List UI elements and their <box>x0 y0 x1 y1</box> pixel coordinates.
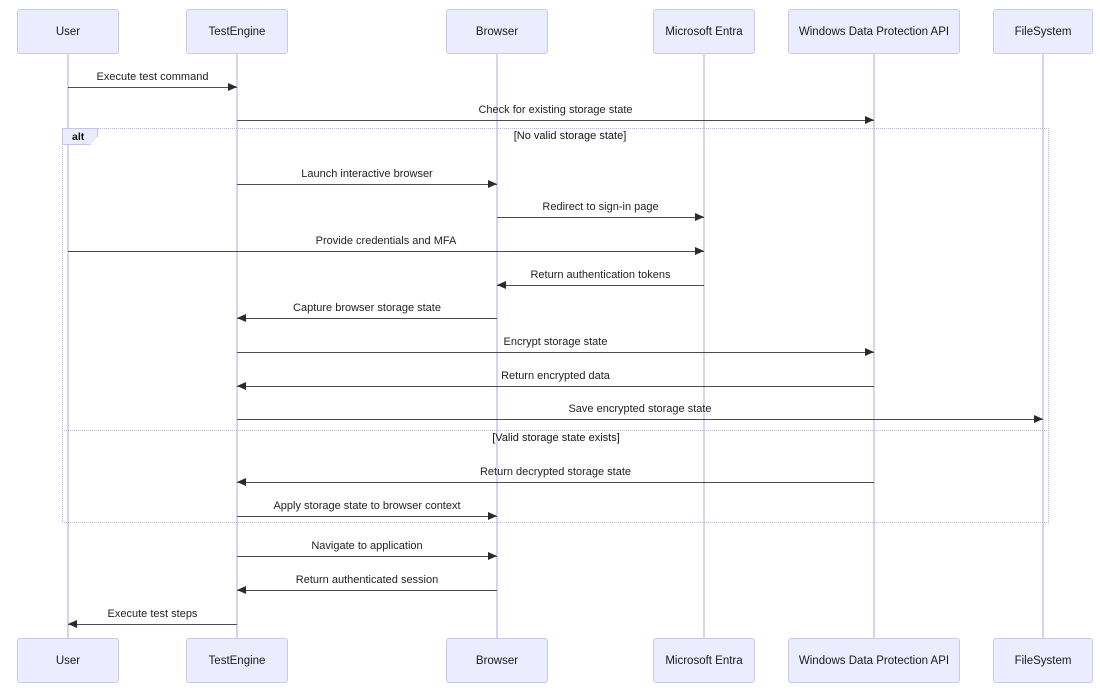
arrowhead-right-icon <box>695 213 704 222</box>
message-line <box>237 386 874 387</box>
message-label: Return authentication tokens <box>530 269 671 281</box>
participant-testengine-bottom: TestEngine <box>186 638 288 683</box>
participant-filesystem-top: FileSystem <box>993 9 1093 54</box>
lifeline-browser <box>496 54 498 638</box>
participant-label: User <box>55 654 81 667</box>
message-label: Capture browser storage state <box>293 302 441 314</box>
message-line <box>68 624 237 625</box>
message-line <box>237 419 1043 420</box>
participant-label: FileSystem <box>1014 654 1072 667</box>
arrowhead-right-icon <box>865 348 874 357</box>
message-label: Return decrypted storage state <box>479 466 632 478</box>
arrowhead-left-icon <box>237 382 246 391</box>
participant-label: Windows Data Protection API <box>798 654 950 667</box>
alt-condition-2: [Valid storage state exists] <box>492 432 620 444</box>
alt-else-divider <box>62 430 1049 431</box>
arrowhead-right-icon <box>1034 415 1043 424</box>
message-line <box>237 184 497 185</box>
alt-condition-1: [No valid storage state] <box>513 130 627 142</box>
participant-label: Browser <box>475 25 519 38</box>
participant-microsoft-entra-bottom: Microsoft Entra <box>653 638 755 683</box>
alt-frame <box>62 128 1049 523</box>
participant-browser-top: Browser <box>446 9 548 54</box>
arrowhead-right-icon <box>488 180 497 189</box>
participant-label: Microsoft Entra <box>665 654 743 667</box>
message-label: Return encrypted data <box>501 370 610 382</box>
message-line <box>237 590 497 591</box>
message-label: Execute test command <box>96 71 209 83</box>
message-label: Apply storage state to browser context <box>273 500 461 512</box>
message-label: Save encrypted storage state <box>568 403 712 415</box>
message-line <box>497 217 704 218</box>
message-line <box>237 352 874 353</box>
arrowhead-right-icon <box>228 83 237 92</box>
arrowhead-right-icon <box>488 552 497 561</box>
participant-testengine-top: TestEngine <box>186 9 288 54</box>
participant-label: Microsoft Entra <box>665 25 743 38</box>
alt-label: alt <box>62 128 98 145</box>
message-label: Execute test steps <box>107 608 198 620</box>
participant-label: Windows Data Protection API <box>798 25 950 38</box>
message-label: Navigate to application <box>311 540 423 552</box>
message-label: Launch interactive browser <box>301 168 433 180</box>
participant-wdpapi-top: Windows Data Protection API <box>788 9 960 54</box>
participant-filesystem-bottom: FileSystem <box>993 638 1093 683</box>
lifeline-microsoft-entra <box>703 54 705 638</box>
participant-label: FileSystem <box>1014 25 1072 38</box>
message-line <box>497 285 704 286</box>
message-line <box>68 87 237 88</box>
message-line <box>68 251 704 252</box>
message-line <box>237 318 497 319</box>
participant-label: Browser <box>475 654 519 667</box>
message-label: Check for existing storage state <box>478 104 633 116</box>
lifeline-wdpapi <box>873 54 875 638</box>
arrowhead-left-icon <box>497 281 506 290</box>
participant-microsoft-entra-top: Microsoft Entra <box>653 9 755 54</box>
participant-browser-bottom: Browser <box>446 638 548 683</box>
message-line <box>237 482 874 483</box>
arrowhead-left-icon <box>68 620 77 629</box>
message-line <box>237 556 497 557</box>
lifeline-user <box>67 54 69 638</box>
participant-user-top: User <box>17 9 119 54</box>
message-line <box>237 516 497 517</box>
message-label: Redirect to sign-in page <box>542 201 659 213</box>
arrowhead-right-icon <box>488 512 497 521</box>
arrowhead-left-icon <box>237 478 246 487</box>
message-line <box>237 120 874 121</box>
message-label: Encrypt storage state <box>503 336 608 348</box>
lifeline-testengine <box>236 54 238 638</box>
participant-label: TestEngine <box>208 25 266 38</box>
lifeline-filesystem <box>1042 54 1044 638</box>
participant-wdpapi-bottom: Windows Data Protection API <box>788 638 960 683</box>
participant-label: TestEngine <box>208 654 266 667</box>
participant-label: User <box>55 25 81 38</box>
message-label: Provide credentials and MFA <box>315 235 457 247</box>
message-label: Return authenticated session <box>295 574 439 586</box>
participant-user-bottom: User <box>17 638 119 683</box>
arrowhead-left-icon <box>237 314 246 323</box>
arrowhead-right-icon <box>695 247 704 256</box>
arrowhead-right-icon <box>865 116 874 125</box>
arrowhead-left-icon <box>237 586 246 595</box>
